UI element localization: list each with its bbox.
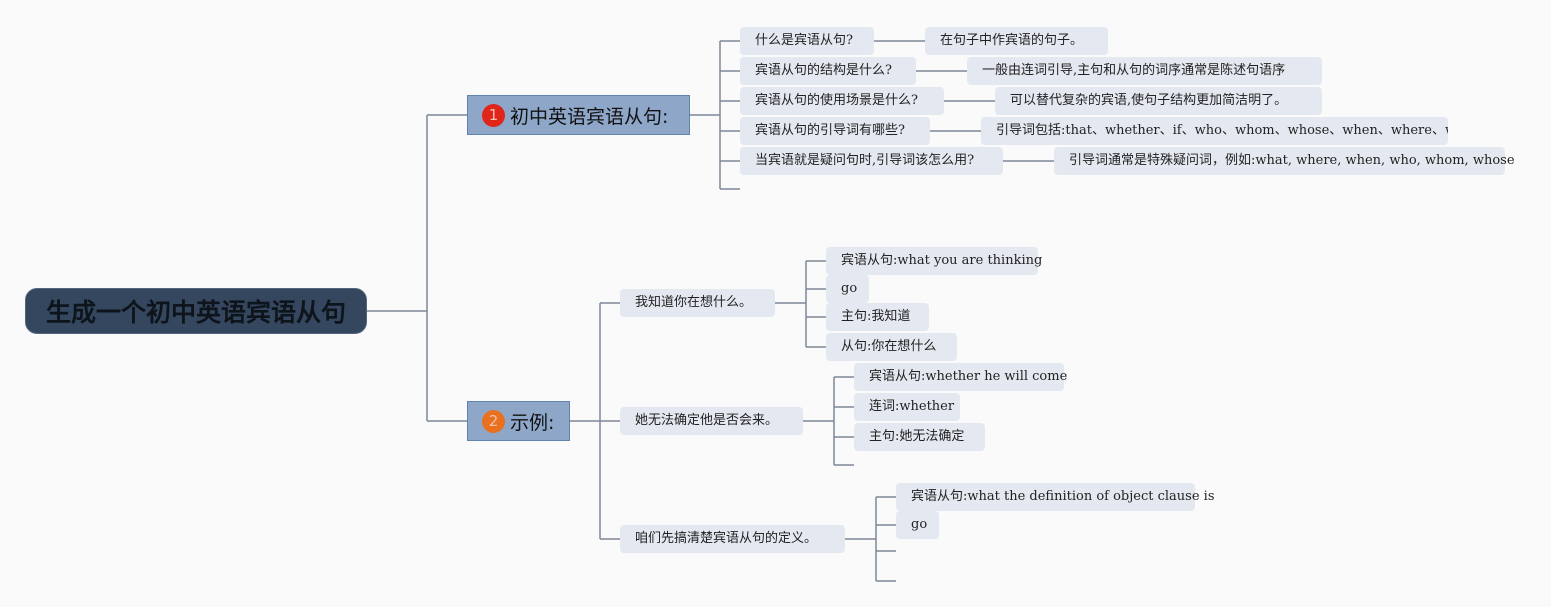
example-detail-node[interactable]: 主句:我知道 (826, 303, 929, 331)
example-detail-node[interactable]: go (896, 511, 939, 539)
question-node[interactable]: 宾语从句的使用场景是什么? (740, 87, 944, 115)
question-node[interactable]: 宾语从句的结构是什么? (740, 57, 916, 85)
question-node[interactable]: 宾语从句的引导词有哪些? (740, 117, 930, 145)
priority-2-icon: 2 (482, 409, 505, 433)
branch-label: 初中英语宾语从句: (510, 105, 669, 128)
priority-1-icon: 1 (482, 103, 505, 127)
example-node[interactable]: 我知道你在想什么。 (620, 289, 775, 317)
answer-node[interactable]: 可以替代复杂的宾语,使句子结构更加简洁明了。 (995, 87, 1322, 115)
answer-node[interactable]: 一般由连词引导,主句和从句的词序通常是陈述句语序 (967, 57, 1322, 85)
example-detail-node[interactable]: 主句:她无法确定 (854, 423, 985, 451)
answer-node[interactable]: 引导词包括:that、whether、if、who、whom、whose、whe… (981, 117, 1448, 145)
example-detail-node[interactable]: 宾语从句:what you are thinking (826, 247, 1042, 275)
branch-junior-object-clause[interactable]: 1 初中英语宾语从句: (467, 95, 690, 135)
branch-label: 示例: (510, 411, 555, 434)
example-node[interactable]: 咱们先搞清楚宾语从句的定义。 (620, 525, 845, 553)
example-detail-node[interactable]: 宾语从句:whether he will come (854, 363, 1067, 391)
example-node[interactable]: 她无法确定他是否会来。 (620, 407, 803, 435)
example-detail-node[interactable]: 连词:whether (854, 393, 960, 421)
example-detail-node[interactable]: go (826, 275, 869, 303)
answer-node[interactable]: 引导词通常是特殊疑问词，例如:what, where, when, who, w… (1054, 147, 1515, 175)
root-topic[interactable]: 生成一个初中英语宾语从句 (25, 288, 367, 334)
example-detail-node[interactable]: 从句:你在想什么 (826, 333, 957, 361)
question-node[interactable]: 当宾语就是疑问句时,引导词该怎么用? (740, 147, 1003, 175)
example-detail-node[interactable]: 宾语从句:what the definition of object claus… (896, 483, 1215, 511)
branch-examples[interactable]: 2 示例: (467, 401, 570, 441)
answer-node[interactable]: 在句子中作宾语的句子。 (925, 27, 1108, 55)
question-node[interactable]: 什么是宾语从句? (740, 27, 874, 55)
